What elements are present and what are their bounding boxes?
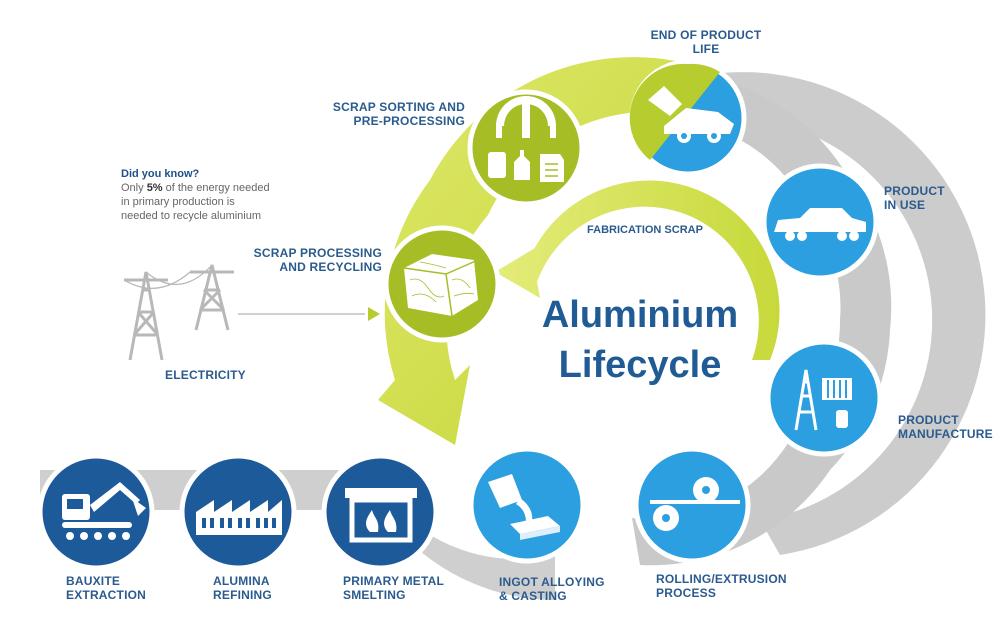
end-of-life-icon	[630, 62, 744, 174]
manufacture-label-line2: MANUFACTURE	[898, 427, 993, 441]
did-you-know-pre: Only	[121, 182, 147, 194]
bauxite-extraction-icon	[40, 456, 152, 568]
diagram-title: Aluminium Lifecycle	[520, 290, 760, 390]
manufacture-label-line1: PRODUCT	[898, 413, 993, 427]
bauxite-label: BAUXITE EXTRACTION	[66, 574, 146, 602]
sorting-label: SCRAP SORTING AND PRE-PROCESSING	[320, 100, 465, 128]
fabrication-scrap-label: FABRICATION SCRAP	[580, 224, 710, 236]
end-of-life-label-line2: LIFE	[646, 42, 766, 56]
manufacture-label: PRODUCT MANUFACTURE	[898, 413, 993, 441]
did-you-know-note: Did you know? Only 5% of the energy need…	[121, 167, 271, 223]
sorting-label-line1: SCRAP SORTING AND	[320, 100, 465, 114]
rolling-extrusion-icon	[636, 449, 748, 561]
end-of-life-label-line1: END OF PRODUCT	[646, 28, 766, 42]
recycling-label-line1: SCRAP PROCESSING	[240, 246, 382, 260]
alumina-label-line2: REFINING	[213, 588, 272, 602]
end-of-life-label: END OF PRODUCT LIFE	[646, 28, 766, 56]
scrap-bale-icon	[386, 228, 498, 340]
rolling-label-line2: PROCESS	[656, 586, 787, 600]
bauxite-label-line2: EXTRACTION	[66, 588, 146, 602]
electricity-label: ELECTRICITY	[165, 368, 246, 382]
in-use-label-line2: IN USE	[884, 198, 945, 212]
ingot-label: INGOT ALLOYING & CASTING	[499, 575, 605, 603]
product-in-use-icon	[764, 166, 876, 278]
alumina-label-line1: ALUMINA	[213, 574, 272, 588]
ingot-casting-icon	[471, 449, 583, 561]
smelting-label-line1: PRIMARY METAL	[343, 574, 444, 588]
in-use-label-line1: PRODUCT	[884, 184, 945, 198]
bauxite-label-line1: BAUXITE	[66, 574, 146, 588]
alumina-refining-icon	[182, 456, 294, 568]
rolling-label-line1: ROLLING/EXTRUSION	[656, 572, 787, 586]
in-use-label: PRODUCT IN USE	[884, 184, 945, 212]
did-you-know-heading: Did you know?	[121, 167, 271, 181]
pylon-icon	[124, 265, 234, 360]
ingot-label-line1: INGOT ALLOYING	[499, 575, 605, 589]
ingot-label-line2: & CASTING	[499, 589, 605, 603]
did-you-know-highlight: 5%	[147, 182, 163, 194]
title-line-1: Aluminium	[520, 290, 760, 340]
electricity-arrow	[238, 307, 380, 321]
smelting-label-line2: SMELTING	[343, 588, 444, 602]
title-line-2: Lifecycle	[520, 340, 760, 390]
sorting-label-line2: PRE-PROCESSING	[320, 114, 465, 128]
recycling-label-line2: AND RECYCLING	[240, 260, 382, 274]
rolling-label: ROLLING/EXTRUSION PROCESS	[656, 572, 787, 600]
recycling-label: SCRAP PROCESSING AND RECYCLING	[240, 246, 382, 274]
scrap-sorting-icon	[470, 92, 582, 204]
alumina-label: ALUMINA REFINING	[213, 574, 272, 602]
primary-smelting-icon	[324, 456, 436, 568]
smelting-label: PRIMARY METAL SMELTING	[343, 574, 444, 602]
product-manufacture-icon	[768, 342, 880, 454]
